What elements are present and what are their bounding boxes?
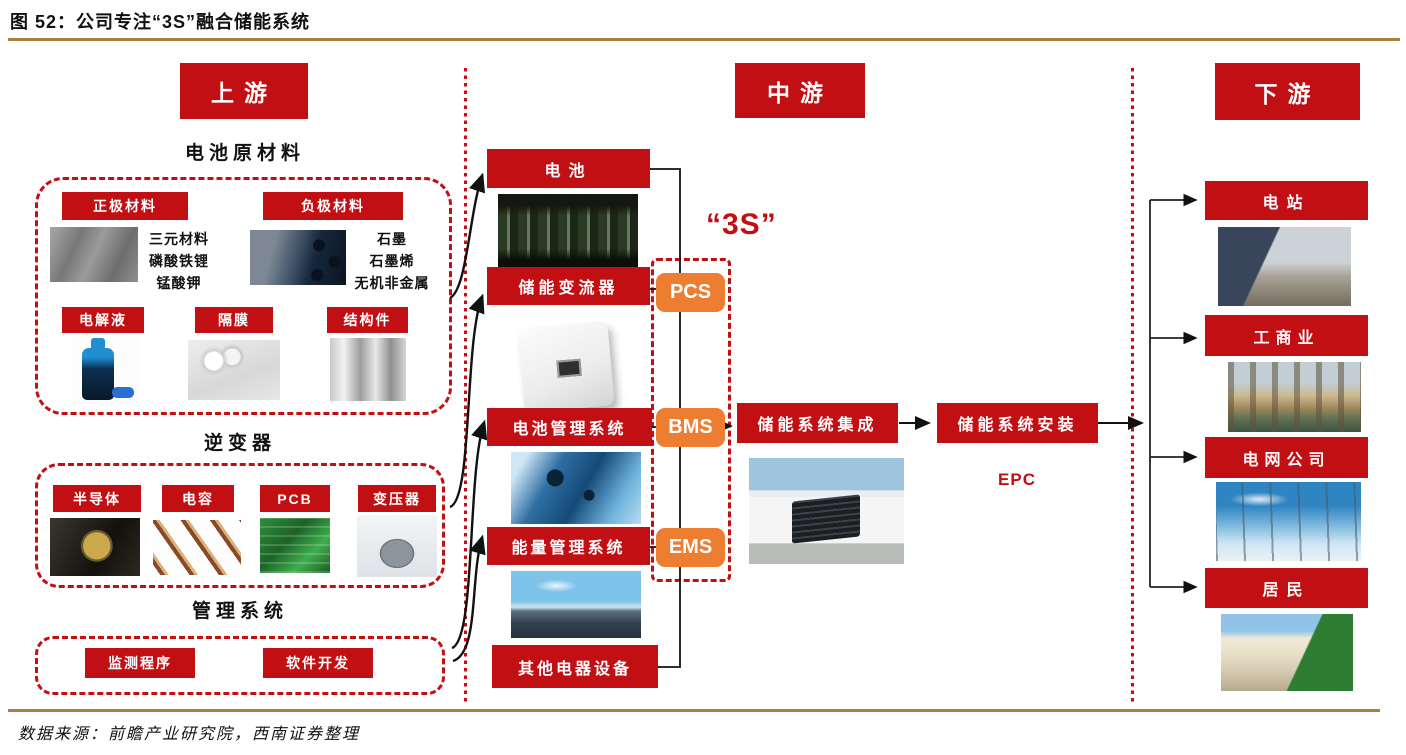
footer-rule — [8, 709, 1380, 712]
cathode-item: 磷酸铁锂 — [149, 253, 209, 269]
pcs-box: 储能变流器 — [487, 267, 650, 305]
epc-label: EPC — [998, 470, 1036, 489]
capacitor-label: 电容 — [162, 485, 234, 512]
arrow-management-to-bms — [451, 419, 488, 650]
ems-tag: EMS — [656, 528, 725, 567]
cathode-material-photo — [50, 227, 138, 282]
software-dev-label: 软件开发 — [263, 648, 373, 678]
grid-company-photo — [1216, 482, 1361, 561]
title-rule — [8, 38, 1400, 41]
bms-box: 电池管理系统 — [487, 408, 652, 446]
three-s-label: “3S” — [706, 208, 777, 241]
anode-item: 石墨 — [377, 231, 407, 247]
management-heading: 管理系统 — [191, 601, 288, 622]
ems-box: 能量管理系统 — [487, 527, 650, 565]
inverter-heading: 逆变器 — [203, 433, 276, 454]
bms-tag: BMS — [656, 408, 725, 447]
inverter-display — [556, 359, 583, 379]
integration-box: 储能系统集成 — [737, 403, 898, 443]
cathode-item: 三元材料 — [149, 231, 209, 247]
bottle-cap — [112, 387, 134, 398]
cathode-material-label: 正极材料 — [62, 192, 188, 220]
arrow-management-to-ems — [452, 534, 486, 663]
transformer-photo — [357, 515, 437, 577]
battery-box: 电池 — [487, 149, 650, 188]
separator-label: 隔膜 — [195, 307, 273, 333]
structural-parts-label: 结构件 — [327, 307, 408, 333]
electrolyte-photo — [72, 336, 138, 406]
structural-parts-photo — [330, 338, 406, 401]
residents-photo — [1221, 614, 1353, 691]
midstream-header: 中游 — [735, 63, 865, 118]
source-note: 数据来源：前瞻产业研究院，西南证券整理 — [18, 726, 361, 743]
cathode-items: 三元材料 磷酸铁锂 锰酸钾 — [138, 228, 220, 294]
upstream-header: 上游 — [180, 63, 308, 119]
pcb-label: PCB — [260, 485, 330, 512]
semiconductor-photo — [50, 518, 140, 576]
grid-company-box: 电网公司 — [1205, 437, 1368, 478]
bottle-body — [82, 348, 114, 400]
cathode-item: 锰酸钾 — [156, 275, 202, 291]
other-equipment-box: 其他电器设备 — [492, 645, 658, 688]
anode-material-photo — [250, 230, 346, 285]
inverter-group-box — [35, 463, 445, 588]
industrial-commercial-photo — [1228, 362, 1361, 432]
industrial-commercial-box: 工商业 — [1205, 315, 1368, 356]
storage-containers-photo — [749, 458, 904, 564]
pcb-photo — [260, 518, 330, 573]
separator-photo — [188, 340, 280, 400]
circuit-board-photo — [511, 452, 641, 524]
upstream-midstream-divider — [464, 68, 467, 702]
anode-item: 石墨烯 — [369, 253, 415, 269]
management-group-box — [35, 636, 445, 695]
semiconductor-label: 半导体 — [53, 485, 141, 512]
transformer-label: 变压器 — [358, 485, 436, 512]
solar-plant-photo — [511, 571, 641, 638]
container-racks — [792, 494, 861, 545]
anode-material-label: 负极材料 — [263, 192, 403, 220]
figure-title: 图 52：公司专注“3S”融合储能系统 — [10, 12, 311, 32]
power-station-photo — [1218, 227, 1351, 306]
anode-items: 石墨 石墨烯 无机非金属 — [340, 228, 444, 294]
pcs-tag: PCS — [656, 273, 725, 312]
inverter-device — [517, 321, 615, 414]
midstream-downstream-divider — [1131, 68, 1134, 702]
capacitor-photo — [153, 520, 241, 575]
installation-box: 储能系统安装 — [937, 403, 1098, 443]
anode-item: 无机非金属 — [354, 275, 430, 291]
residents-box: 居民 — [1205, 568, 1368, 608]
electrolyte-label: 电解液 — [62, 307, 144, 333]
battery-materials-heading: 电池原材料 — [184, 143, 305, 164]
monitoring-program-label: 监测程序 — [85, 648, 195, 678]
downstream-header: 下游 — [1215, 63, 1360, 120]
battery-pack-photo — [498, 194, 638, 267]
bottle-neck — [91, 338, 105, 350]
power-station-box: 电站 — [1205, 181, 1368, 220]
